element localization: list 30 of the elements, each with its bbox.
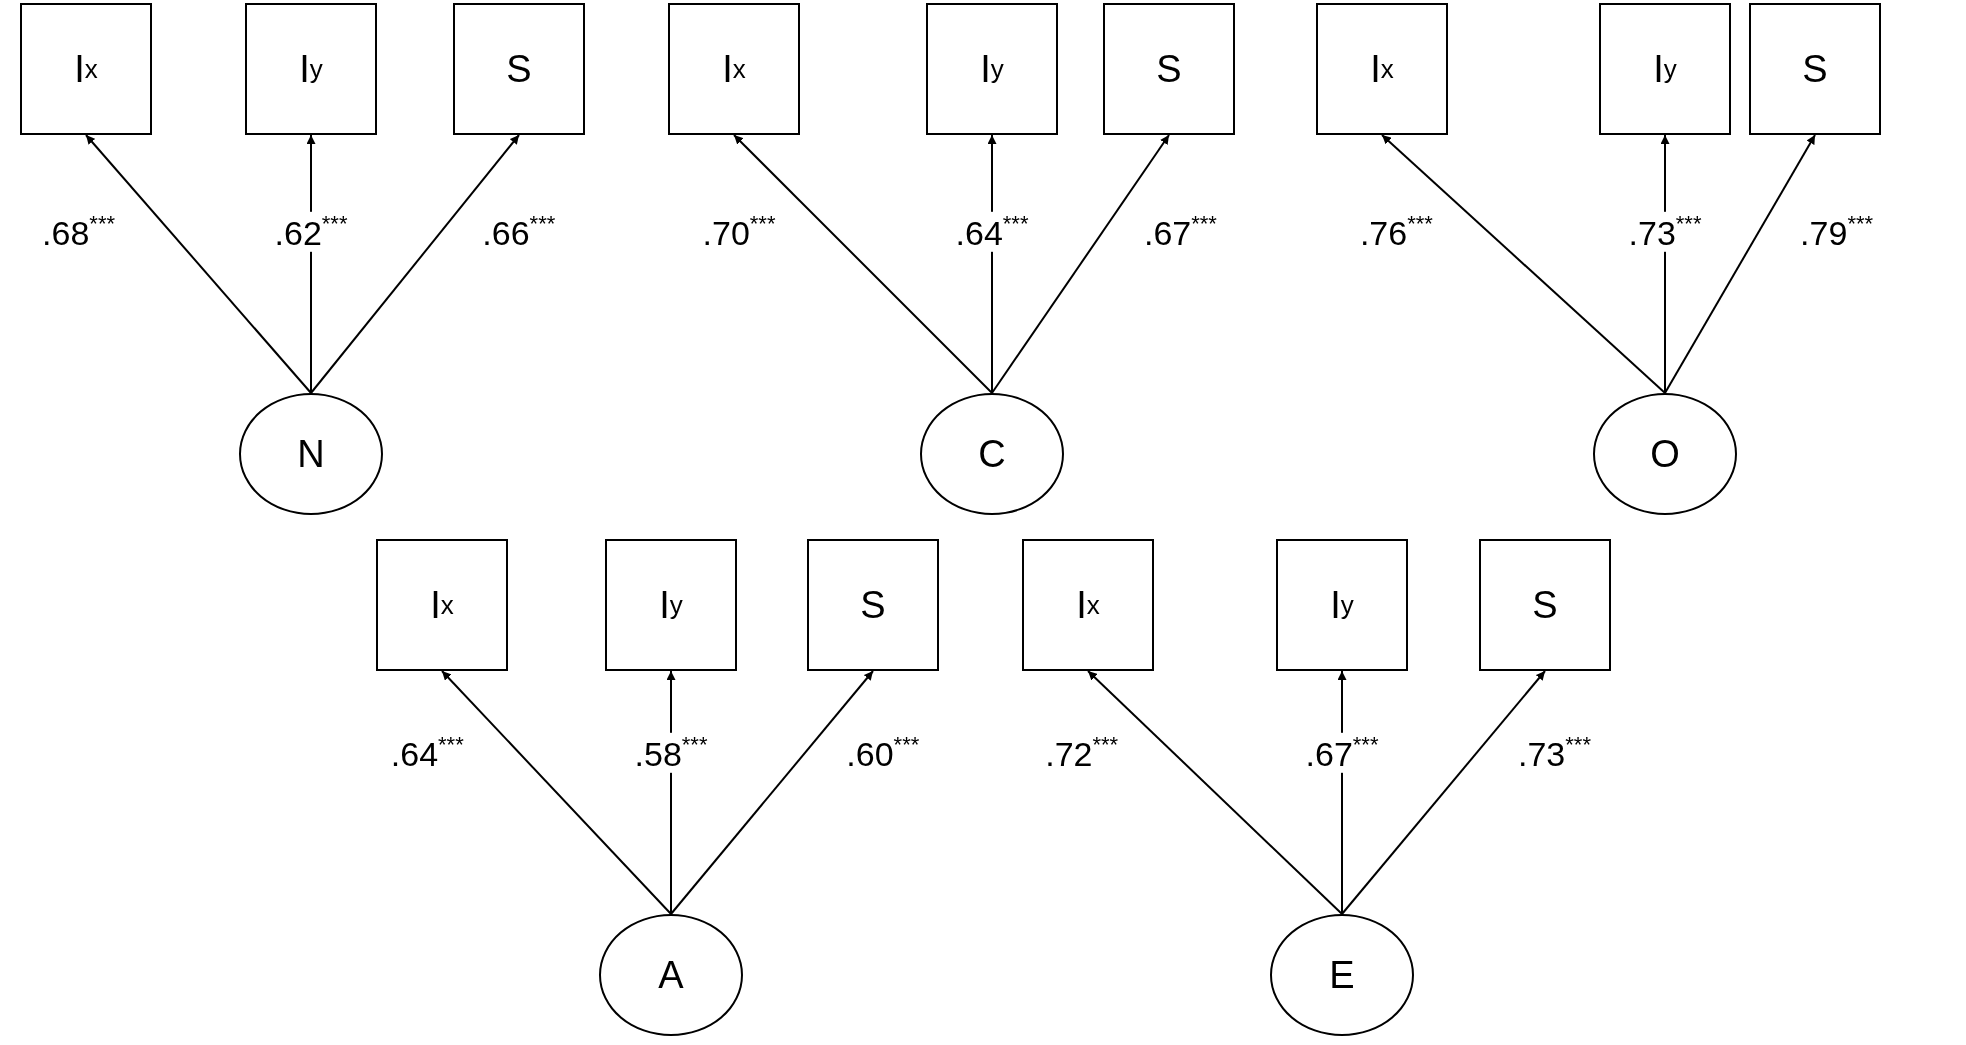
latent-variable-ellipse: N: [239, 393, 383, 515]
arrow: [1664, 134, 1816, 394]
latent-variable-ellipse: A: [599, 914, 743, 1036]
latent-variable-ellipse: E: [1270, 914, 1414, 1036]
arrow: [441, 670, 672, 915]
edge-label: .70$^{***}$: [701, 211, 777, 253]
latent-variable-ellipse: O: [1593, 393, 1737, 515]
arrow: [85, 134, 312, 394]
edge-label: .73$^{***}$: [1517, 732, 1592, 774]
arrow: [1087, 670, 1343, 915]
arrow: [991, 134, 1170, 394]
arrow: [733, 134, 993, 394]
arrow: [310, 134, 520, 394]
arrow: [670, 670, 874, 915]
edge-label: .76$^{***}$: [1358, 211, 1434, 253]
indicator-box: S: [1103, 3, 1235, 135]
edge-label: .64$^{***}$: [389, 732, 465, 774]
indicator-box: S: [807, 539, 939, 671]
indicator-box: S: [1479, 539, 1611, 671]
latent-variable-ellipse: C: [920, 393, 1064, 515]
edge-label: .67$^{***}$: [1143, 211, 1218, 253]
edge-label: .72$^{***}$: [1044, 732, 1120, 774]
indicator-box: S: [1749, 3, 1881, 135]
edge-label: .68$^{***}$: [41, 211, 117, 253]
arrow: [1381, 134, 1666, 394]
edge-label: .79$^{***}$: [1799, 211, 1875, 253]
indicator-box: S: [453, 3, 585, 135]
edge-label: .66$^{***}$: [481, 211, 557, 253]
arrow: [1341, 670, 1546, 915]
edge-label: .60$^{***}$: [845, 732, 921, 774]
